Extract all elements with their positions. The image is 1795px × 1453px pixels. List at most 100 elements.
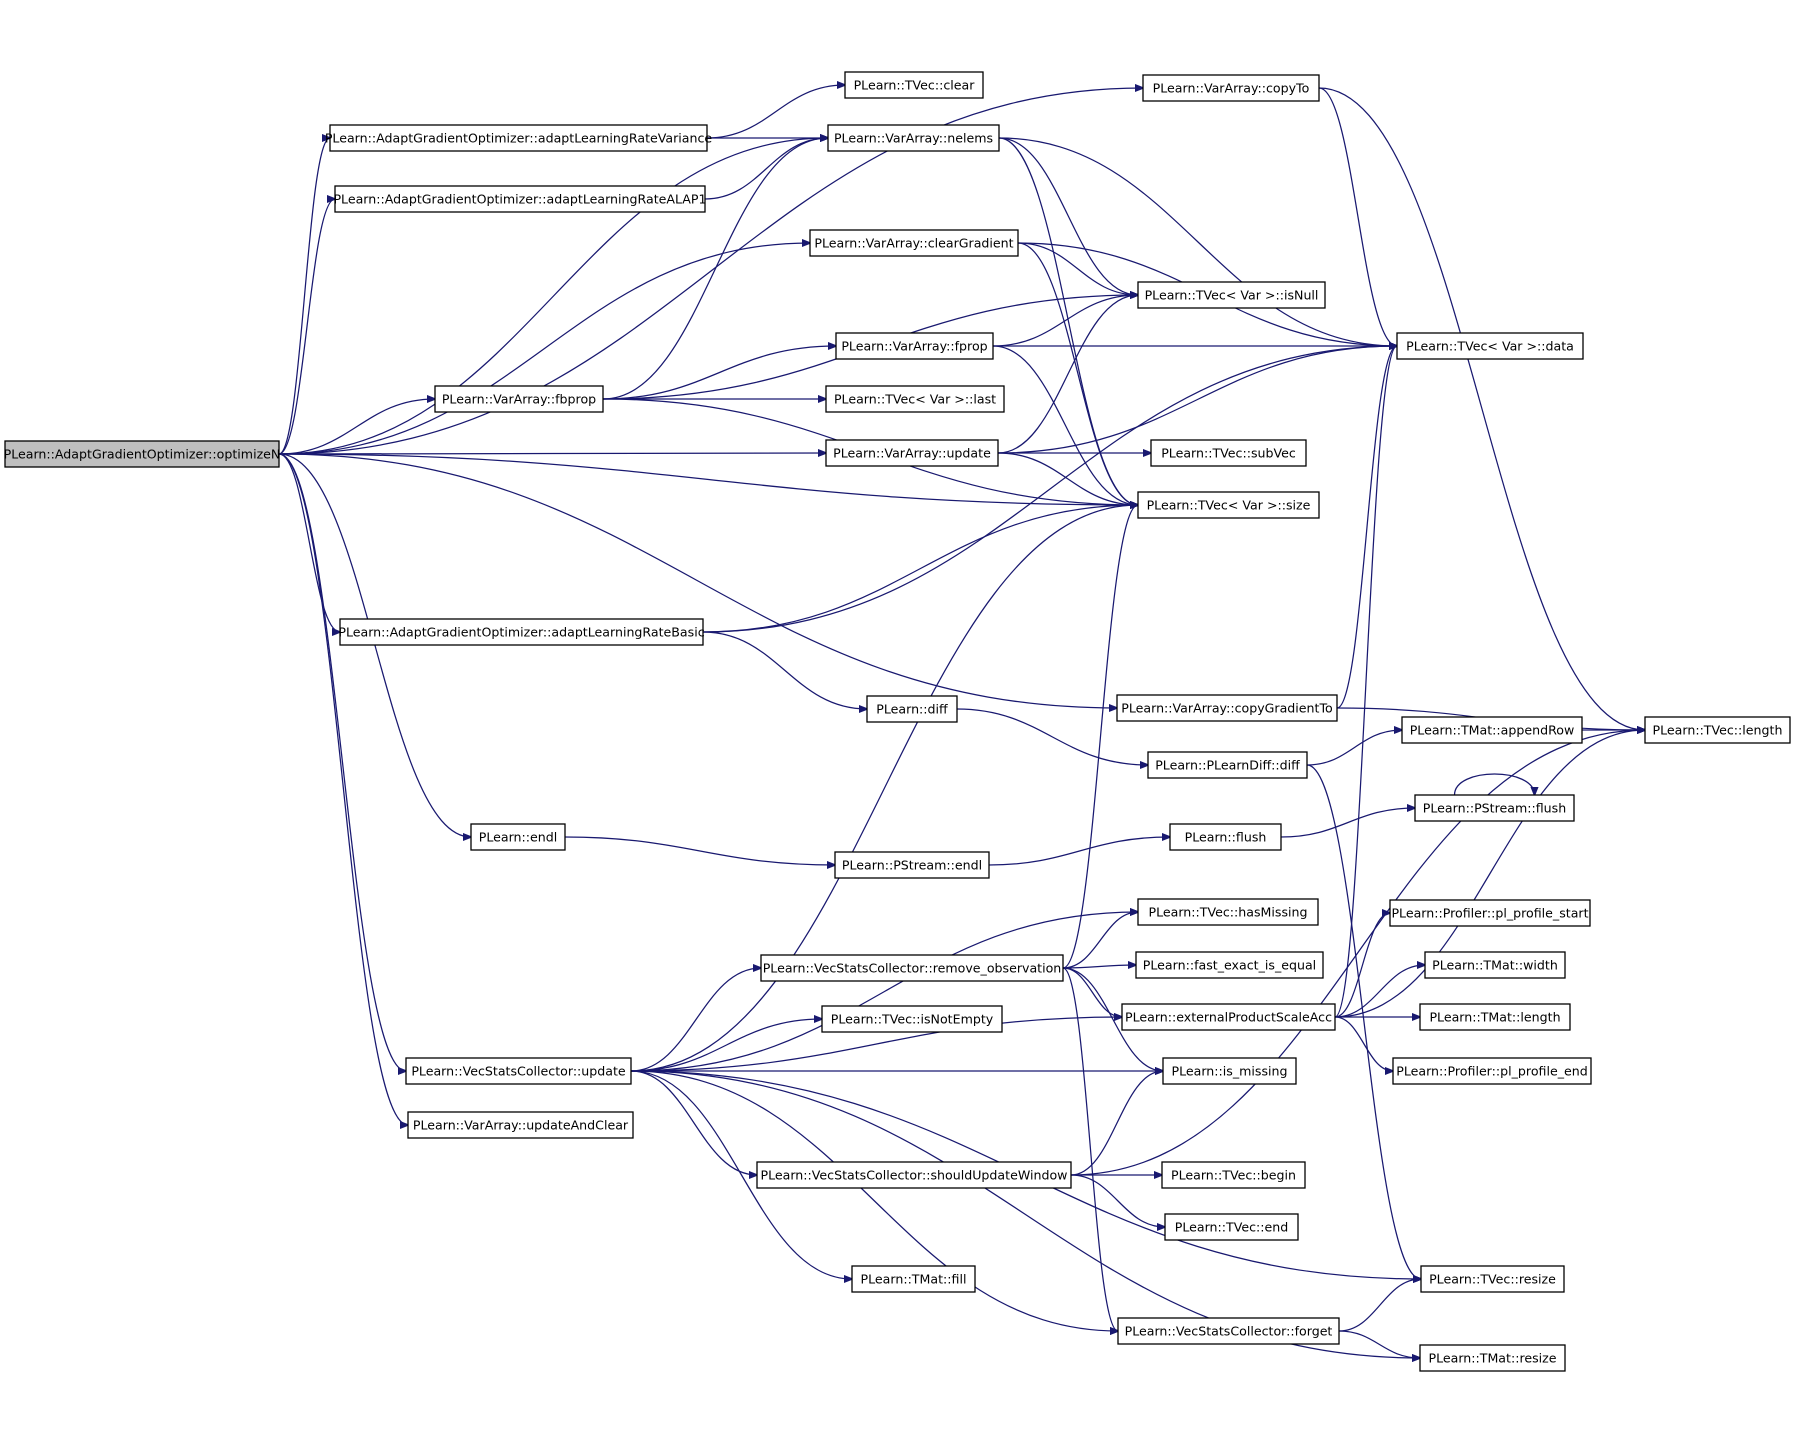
node-box <box>1392 1057 1592 1085</box>
node-fast-eq[interactable]: PLearn::fast_exact_is_equal <box>1135 951 1324 979</box>
edge-path <box>704 138 828 200</box>
node-label: PLearn::VecStatsCollector::update <box>411 1064 626 1079</box>
edge-path <box>1062 912 1138 969</box>
node-is-not-empty[interactable]: PLearn::TVec::isNotEmpty <box>821 1005 1003 1033</box>
node-box <box>1150 439 1307 467</box>
node-ext-prod[interactable]: PLearn::externalProductScaleAcc <box>1121 1003 1336 1031</box>
node-tmat-resize[interactable]: PLearn::TMat::resize <box>1419 1344 1566 1372</box>
node-box <box>334 185 706 213</box>
node-label: PLearn::TVec::hasMissing <box>1149 905 1308 920</box>
edge-path <box>998 137 1397 346</box>
node-alr-basic[interactable]: PLearn::AdaptGradientOptimizer::adaptLea… <box>338 618 705 646</box>
node-label: PLearn::TMat::length <box>1429 1010 1560 1025</box>
edge-va-update-to-data <box>997 346 1397 454</box>
edge-optimize-n-to-clear-gradient <box>278 243 810 455</box>
edge-path <box>998 137 1138 295</box>
node-tmat-width[interactable]: PLearn::TMat::width <box>1424 951 1566 979</box>
edge-alr-basic-to-size <box>702 505 1138 633</box>
edge-path <box>278 453 1117 708</box>
edge-optimize-n-to-alr-alap1 <box>278 199 335 455</box>
node-box <box>1116 694 1338 722</box>
edge-va-update-to-is-null <box>997 295 1138 454</box>
edge-alr-variance-to-tvec-clear <box>706 85 845 139</box>
node-prof-end[interactable]: PLearn::Profiler::pl_profile_end <box>1392 1057 1592 1085</box>
node-fprop[interactable]: PLearn::VarArray::fprop <box>835 332 994 360</box>
node-va-update[interactable]: PLearn::VarArray::update <box>825 439 999 467</box>
node-copy-gradient-to[interactable]: PLearn::VarArray::copyGradientTo <box>1116 694 1338 722</box>
node-box <box>1142 74 1320 102</box>
node-begin[interactable]: PLearn::TVec::begin <box>1161 1161 1306 1189</box>
edge-remove-obs-to-fast-eq <box>1062 965 1136 968</box>
node-label: PLearn::AdaptGradientOptimizer::adaptLea… <box>325 131 713 146</box>
node-box <box>1117 1317 1340 1345</box>
node-forget[interactable]: PLearn::VecStatsCollector::forget <box>1117 1317 1340 1345</box>
edge-copy-gradient-to-to-data <box>1336 346 1397 709</box>
edge-nelems-to-size <box>998 137 1138 505</box>
node-vsc-update[interactable]: PLearn::VecStatsCollector::update <box>405 1057 632 1085</box>
node-endl[interactable]: PLearn::endl <box>470 823 566 851</box>
node-copy-to[interactable]: PLearn::VarArray::copyTo <box>1142 74 1320 102</box>
edge-path <box>1062 967 1122 1017</box>
edge-path <box>630 968 761 1072</box>
node-has-missing[interactable]: PLearn::TVec::hasMissing <box>1137 898 1319 926</box>
node-flush[interactable]: PLearn::flush <box>1169 823 1282 851</box>
node-is-null[interactable]: PLearn::TVec< Var >::isNull <box>1137 281 1326 309</box>
node-is-missing[interactable]: PLearn::is_missing <box>1162 1057 1297 1085</box>
edge-path <box>997 452 1138 505</box>
edge-path <box>956 708 1148 765</box>
edge-path <box>702 631 867 709</box>
node-diff[interactable]: PLearn::diff <box>866 695 958 723</box>
node-box <box>756 1161 1072 1189</box>
node-label: PLearn::TVec< Var >::size <box>1147 498 1311 513</box>
node-fbprop[interactable]: PLearn::VarArray::fbprop <box>434 385 604 413</box>
node-box <box>851 1265 976 1293</box>
edge-path <box>630 1070 1420 1358</box>
edge-ext-prod-to-prof-end <box>1334 1016 1393 1071</box>
node-fill[interactable]: PLearn::TMat::fill <box>851 1265 976 1293</box>
edge-path <box>1062 965 1136 968</box>
node-box <box>1419 1003 1571 1031</box>
node-clear-gradient[interactable]: PLearn::VarArray::clearGradient <box>809 229 1019 257</box>
edge-path <box>278 399 435 455</box>
node-last[interactable]: PLearn::TVec< Var >::last <box>825 385 1005 413</box>
edge-path <box>630 505 1138 1072</box>
edge-path <box>278 88 1143 455</box>
edge-path <box>1062 967 1163 1071</box>
node-label: PLearn::VecStatsCollector::remove_observ… <box>763 961 1062 976</box>
node-tvec-resize[interactable]: PLearn::TVec::resize <box>1420 1265 1565 1293</box>
node-append-row[interactable]: PLearn::TMat::appendRow <box>1401 716 1583 744</box>
node-ps-endl[interactable]: PLearn::PStream::endl <box>834 851 990 879</box>
edge-path <box>1453 773 1535 795</box>
node-tvec-clear[interactable]: PLearn::TVec::clear <box>844 71 984 99</box>
node-nelems[interactable]: PLearn::VarArray::nelems <box>827 124 1000 152</box>
node-should-upd[interactable]: PLearn::VecStatsCollector::shouldUpdateW… <box>756 1161 1072 1189</box>
edge-vsc-update-to-tmat-resize <box>630 1070 1420 1358</box>
node-pl-diff[interactable]: PLearn::PLearnDiff::diff <box>1147 751 1308 779</box>
edge-path <box>1338 1330 1420 1358</box>
node-optimize-n[interactable]: PLearn::AdaptGradientOptimizer::optimize… <box>4 440 281 468</box>
node-size[interactable]: PLearn::TVec< Var >::size <box>1137 491 1320 519</box>
edge-pl-diff-to-tvec-resize <box>1306 764 1421 1279</box>
node-tmat-length[interactable]: PLearn::TMat::length <box>1419 1003 1571 1031</box>
edge-path <box>630 1070 1118 1331</box>
edge-clear-gradient-to-size <box>1017 242 1138 505</box>
node-alr-variance[interactable]: PLearn::AdaptGradientOptimizer::adaptLea… <box>325 124 713 152</box>
node-data[interactable]: PLearn::TVec< Var >::data <box>1396 332 1584 360</box>
node-label: PLearn::TVec::begin <box>1171 1168 1296 1183</box>
node-ps-flush[interactable]: PLearn::PStream::flush <box>1414 794 1575 822</box>
node-length[interactable]: PLearn::TVec::length <box>1644 716 1791 744</box>
edge-path <box>630 1019 822 1072</box>
node-label: PLearn::VecStatsCollector::shouldUpdateW… <box>761 1168 1068 1183</box>
node-box <box>1137 898 1319 926</box>
node-sub-vec[interactable]: PLearn::TVec::subVec <box>1150 439 1307 467</box>
node-box <box>1121 1003 1336 1031</box>
node-prof-start[interactable]: PLearn::Profiler::pl_profile_start <box>1389 899 1591 927</box>
node-box <box>329 124 708 152</box>
node-end[interactable]: PLearn::TVec::end <box>1164 1213 1299 1241</box>
node-remove-obs[interactable]: PLearn::VecStatsCollector::remove_observ… <box>760 954 1064 982</box>
node-alr-alap1[interactable]: PLearn::AdaptGradientOptimizer::adaptLea… <box>333 185 707 213</box>
edge-flush-to-ps-flush <box>1280 808 1415 838</box>
edge-path <box>988 837 1170 866</box>
node-upd-and-clear[interactable]: PLearn::VarArray::updateAndClear <box>407 1111 634 1139</box>
